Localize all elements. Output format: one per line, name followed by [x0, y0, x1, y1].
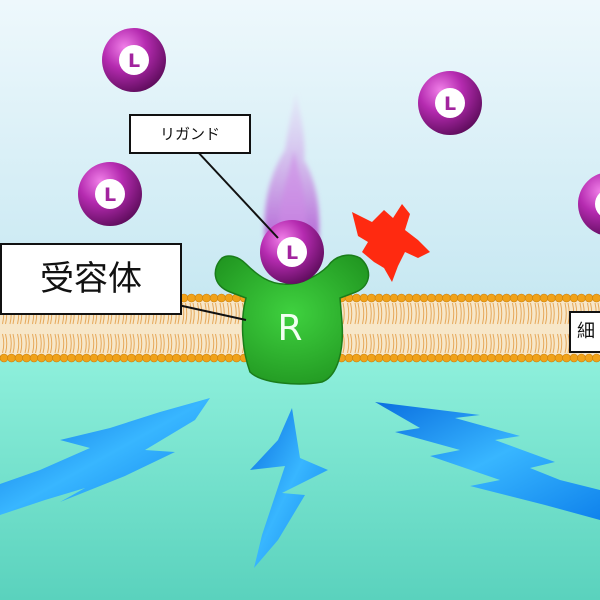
svg-text:L: L: [128, 50, 140, 72]
ligand-molecule: L: [418, 71, 482, 135]
receptor: R: [214, 254, 370, 385]
ligand-molecule: L: [578, 173, 600, 235]
ligand-leader-line: [195, 149, 279, 239]
receptor-label: 受容体: [0, 243, 182, 315]
membrane-label: 細: [569, 311, 600, 353]
svg-text:L: L: [286, 242, 298, 264]
signal-bolt-left: [0, 398, 210, 515]
svg-text:L: L: [444, 93, 456, 115]
svg-text:L: L: [104, 184, 116, 206]
ligand-molecule: L: [78, 162, 142, 226]
ligand-molecules: L L L L L: [78, 28, 600, 284]
signal-bolts: [0, 398, 600, 568]
inhibitor-molecule: [352, 204, 430, 282]
ligand-molecule: L: [102, 28, 166, 92]
receptor-letter: R: [277, 308, 302, 349]
signal-bolt-center: [250, 408, 328, 568]
ligand-label: リガンド: [129, 114, 251, 154]
signal-bolt-right: [375, 402, 600, 520]
activation-flame: [264, 92, 320, 245]
receptor-leader-line: [177, 304, 247, 321]
